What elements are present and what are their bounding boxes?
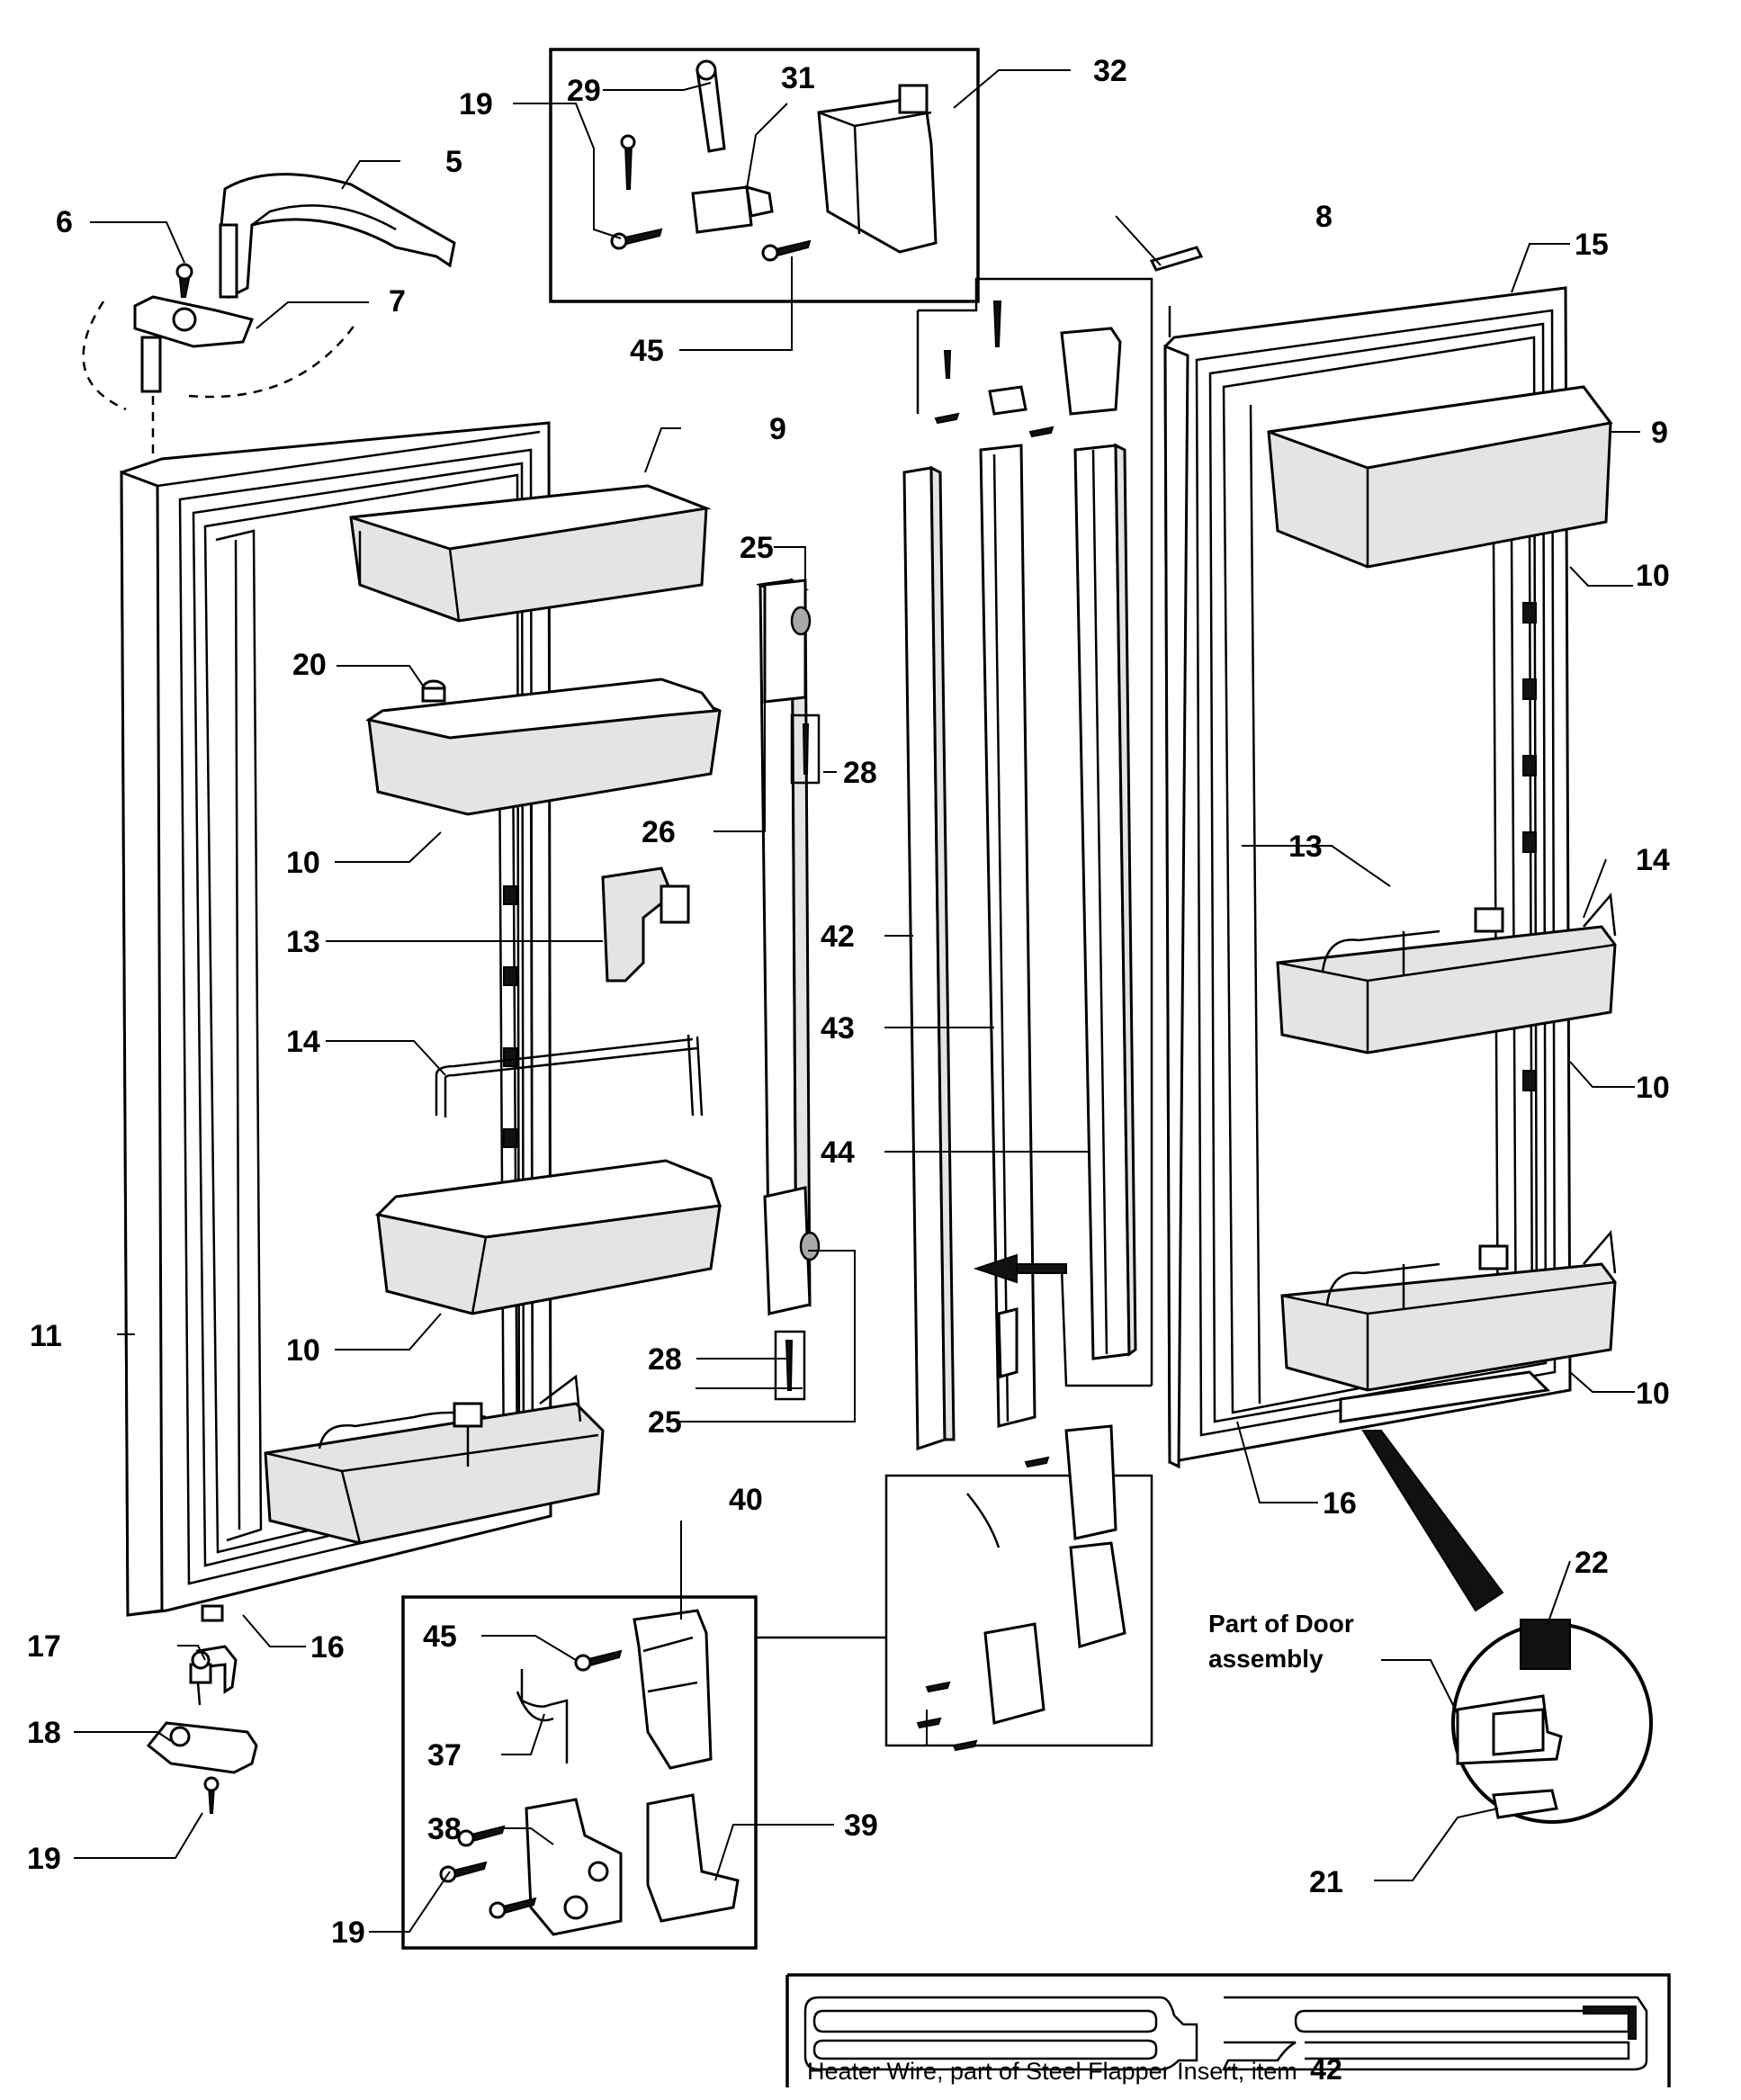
- leader-lines: [74, 69, 1640, 1933]
- callout-11: 11: [30, 1319, 62, 1353]
- callout-19-lower-left: 19: [27, 1842, 61, 1876]
- callout-9-right: 9: [1651, 416, 1668, 450]
- callout-6: 6: [56, 205, 73, 239]
- callout-25-bottom: 25: [648, 1405, 682, 1440]
- bin-10-lower-left: [374, 1159, 722, 1315]
- door-bottom-bin: [264, 1374, 605, 1545]
- callout-38: 38: [427, 1812, 462, 1846]
- callout-28-bottom: 28: [648, 1342, 682, 1377]
- heater-wire-caption: Heater Wire, part of Steel Flapper Inser…: [807, 2053, 1342, 2086]
- callout-16-left: 16: [310, 1630, 345, 1665]
- callout-14-right: 14: [1636, 843, 1670, 877]
- callout-44: 44: [821, 1135, 855, 1170]
- callout-26: 26: [642, 815, 676, 849]
- bin-10-upper-right: [1276, 893, 1617, 1054]
- door-assembly-note-line1: Part of Door: [1208, 1610, 1354, 1638]
- shelf-bracket-13-left: [601, 866, 690, 983]
- callout-19-top: 19: [459, 87, 493, 121]
- top-parts-box: [549, 48, 980, 303]
- hinge-17-18-19: [146, 1645, 258, 1814]
- bin-9-right: [1267, 385, 1613, 569]
- callout-10-right-top: 10: [1636, 559, 1670, 593]
- callout-37: 37: [427, 1738, 462, 1772]
- heater-wire-panel: [785, 1973, 1671, 2087]
- callout-8: 8: [1315, 200, 1333, 234]
- callout-7: 7: [389, 284, 406, 319]
- callout-22: 22: [1575, 1546, 1609, 1580]
- callout-39: 39: [844, 1808, 878, 1843]
- callout-10-right-bottom: 10: [1636, 1377, 1670, 1411]
- callout-17: 17: [27, 1629, 61, 1664]
- bin-10-upper-left: [365, 678, 722, 816]
- left-hinge-cover-group: [82, 173, 456, 454]
- bottom-hinge-box: [401, 1595, 886, 1950]
- callout-42: 42: [821, 920, 855, 954]
- callout-16-right: 16: [1323, 1486, 1357, 1521]
- bin-9-left: [349, 484, 712, 623]
- bin-10-lower-right: [1280, 1230, 1617, 1392]
- callout-14-left: 14: [286, 1025, 320, 1059]
- callout-28-top: 28: [843, 756, 877, 790]
- door-assembly-note-line2: assembly: [1208, 1645, 1324, 1673]
- callout-10-left-upper: 10: [286, 846, 320, 880]
- callout-45-top: 45: [630, 334, 664, 368]
- callout-13-left: 13: [286, 925, 320, 959]
- callout-13-right: 13: [1288, 830, 1323, 864]
- callout-40: 40: [729, 1483, 763, 1517]
- callout-45-hinge-box: 45: [423, 1620, 457, 1654]
- callout-29: 29: [567, 74, 601, 108]
- callout-43: 43: [821, 1011, 855, 1046]
- callout-20: 20: [292, 648, 327, 682]
- door-detail-circle: [1361, 1430, 1653, 1824]
- callout-31: 31: [781, 61, 815, 95]
- flapper-assembly: [884, 277, 1153, 1752]
- callout-9-left: 9: [769, 412, 786, 446]
- callout-18: 18: [27, 1716, 61, 1750]
- right-door: [1149, 246, 1572, 1469]
- callout-10-left-lower: 10: [286, 1333, 320, 1368]
- callout-5: 5: [445, 145, 462, 179]
- callout-25-top: 25: [740, 531, 774, 565]
- callout-19-hinge-box: 19: [331, 1916, 365, 1950]
- callout-32: 32: [1093, 54, 1127, 88]
- callout-15: 15: [1575, 228, 1609, 262]
- callout-10-right-mid: 10: [1636, 1071, 1670, 1105]
- handle-26: [756, 578, 821, 1401]
- wire-rail-14-left: [435, 1034, 704, 1117]
- callout-labels: 5 6 7 8 9 9 10 10 10 10 10 11 13 13 14 1…: [27, 54, 1670, 2086]
- callout-21: 21: [1309, 1865, 1343, 1899]
